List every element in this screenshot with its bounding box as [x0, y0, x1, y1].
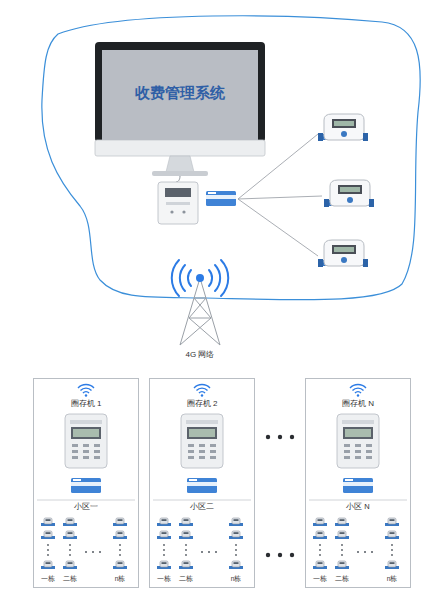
tower-brace	[194, 298, 211, 318]
tower-brace	[189, 318, 211, 319]
water-meter	[318, 240, 368, 267]
wave	[188, 270, 191, 286]
station-panel: 圈存机 2 小区二	[149, 378, 255, 588]
wave	[215, 265, 220, 291]
station-title: 圈存机 1	[34, 400, 138, 409]
link-line	[238, 134, 318, 199]
dot	[290, 435, 294, 439]
building-label: 二栋	[55, 575, 85, 582]
ellipsis-dots	[266, 435, 294, 557]
user-card	[206, 191, 236, 206]
reader-display	[165, 188, 191, 197]
station-panel: 圈存机 N 小区 N	[305, 378, 411, 588]
monitor-chin	[95, 140, 265, 156]
building-label: 二栋	[171, 575, 201, 582]
station-panel: 圈存机 1 小区一	[33, 378, 139, 588]
monitor-bezel	[95, 42, 265, 142]
antenna-head	[196, 274, 204, 282]
wave	[180, 265, 185, 291]
building-label: 一栋	[305, 575, 335, 582]
station-title: 圈存机 2	[150, 400, 254, 409]
reader-led	[182, 210, 185, 213]
wave	[221, 260, 228, 296]
building-label: n栋	[105, 575, 135, 582]
district-name: 小区二	[150, 503, 254, 511]
tower-brace	[189, 298, 206, 318]
card-reader	[158, 182, 198, 224]
network-label: 4G 网络	[160, 351, 240, 360]
link-line	[238, 196, 322, 199]
radio-tower	[180, 278, 220, 345]
screen-box: 收费管理系统	[102, 50, 258, 140]
dot	[266, 435, 270, 439]
system-boundary	[42, 16, 420, 300]
tower-brace	[194, 298, 206, 299]
dot	[266, 553, 270, 557]
dot	[278, 553, 282, 557]
water-meter	[318, 114, 368, 141]
building-label: 一栋	[33, 575, 63, 582]
monitor-base	[152, 171, 208, 176]
wave	[209, 270, 212, 286]
dot	[290, 553, 294, 557]
district-name: 小区一	[34, 503, 138, 511]
station-art	[309, 385, 407, 569]
building-label: n栋	[221, 575, 251, 582]
dot	[278, 435, 282, 439]
reader-slot	[166, 202, 190, 205]
station-art	[37, 385, 135, 569]
radio-waves	[172, 260, 228, 296]
building-label: 一栋	[149, 575, 179, 582]
monitor-stand	[166, 156, 194, 172]
tower-brace	[180, 318, 211, 345]
water-meter	[324, 180, 374, 207]
wave	[172, 260, 179, 296]
system-title: 收费管理系统	[102, 85, 258, 102]
tower-brace	[189, 318, 220, 345]
station-art	[153, 385, 251, 569]
station-title: 圈存机 N	[306, 400, 410, 409]
link-line	[238, 199, 318, 256]
cable	[176, 176, 180, 182]
reader-led	[170, 210, 173, 213]
district-name: 小区 N	[306, 503, 410, 511]
building-label: 二栋	[327, 575, 357, 582]
building-label: n栋	[377, 575, 407, 582]
